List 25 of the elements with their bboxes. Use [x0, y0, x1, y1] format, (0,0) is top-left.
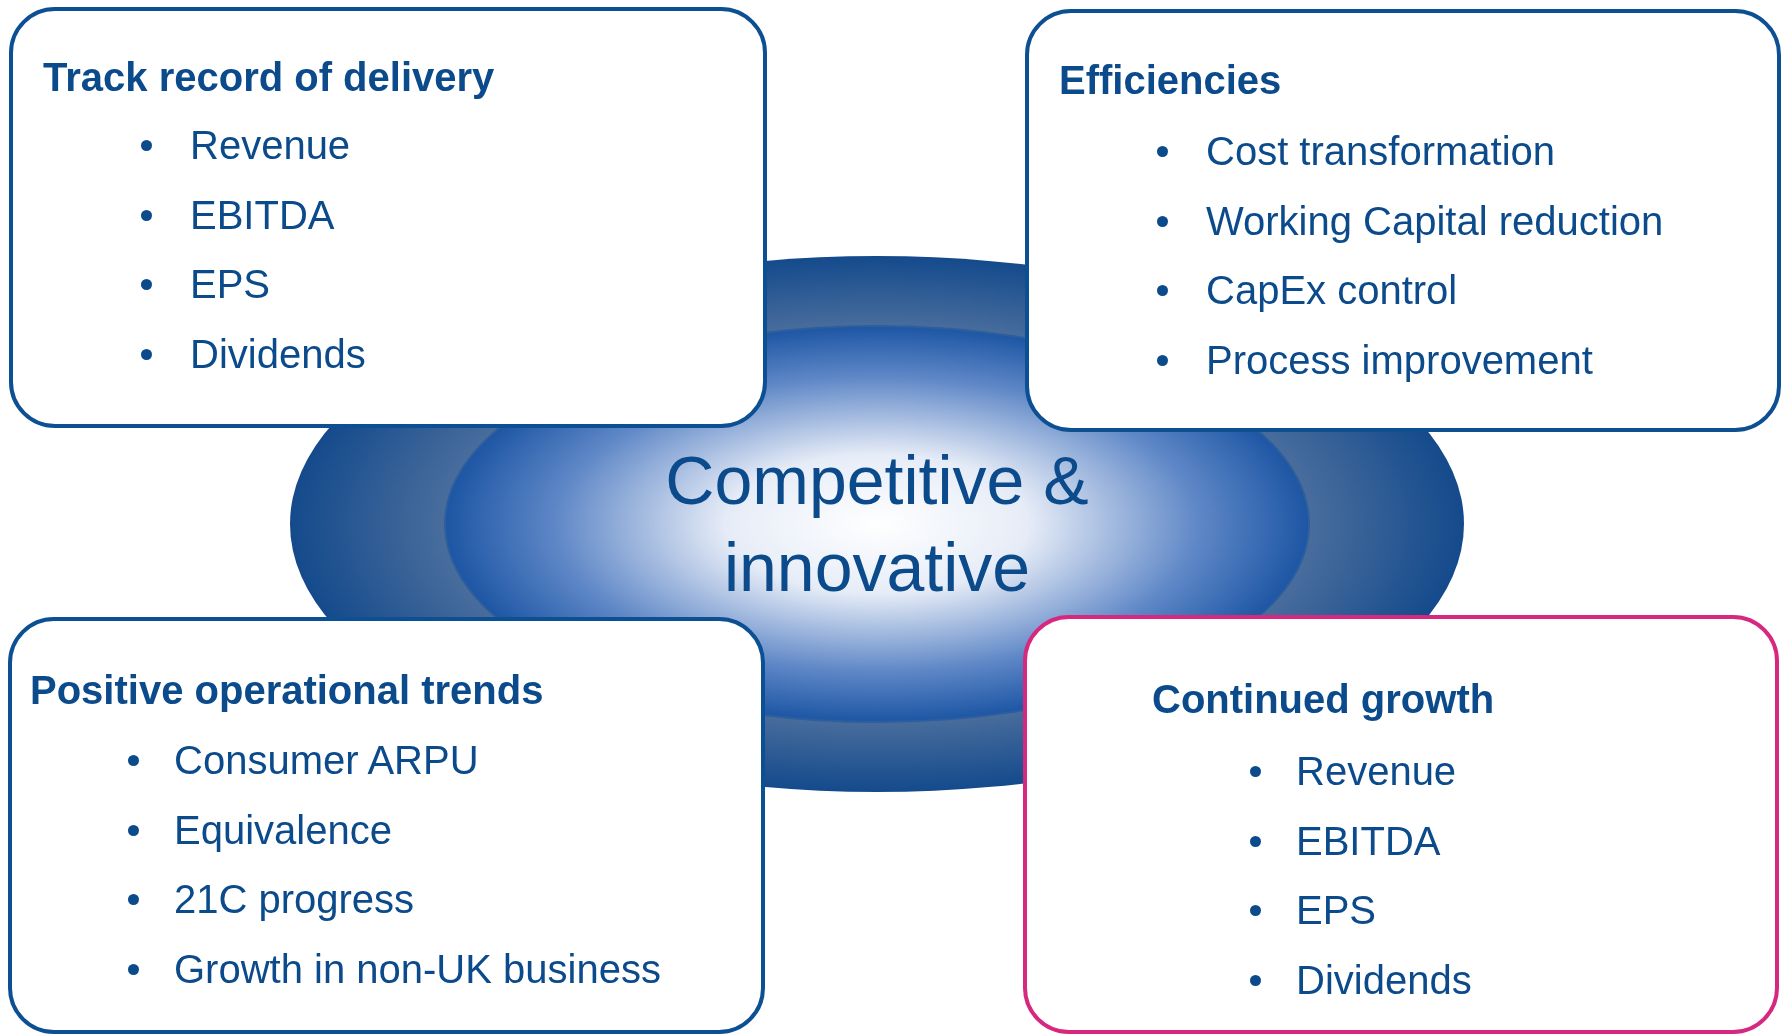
bullet-item: CapEx control: [1206, 267, 1458, 314]
bullet-item: 21C progress: [174, 876, 415, 923]
bullet-item: Equivalence: [174, 806, 392, 854]
card-heading: Track record of delivery: [43, 54, 495, 101]
card-heading: Efficiencies: [1059, 57, 1282, 104]
content-card: [1023, 615, 1779, 1034]
bullet-item: EPS: [190, 261, 271, 308]
card-heading: Positive operational trends: [30, 667, 544, 714]
bullet-item: Consumer ARPU: [174, 737, 479, 784]
bullet-item: Revenue: [1296, 748, 1457, 795]
bullet-item: Process improvement: [1206, 336, 1593, 384]
content-card: [1025, 9, 1781, 432]
content-card: [9, 7, 767, 428]
bullet-item: EBITDA: [1296, 817, 1441, 865]
bullet-item: Dividends: [1296, 956, 1472, 1004]
content-card: [8, 617, 765, 1034]
bullet-item: EPS: [1296, 887, 1377, 934]
bullet-item: Growth in non-UK business: [174, 945, 661, 993]
card-heading: Continued growth: [1152, 676, 1495, 723]
bullet-item: EBITDA: [190, 191, 335, 239]
bullet-item: Dividends: [190, 330, 366, 378]
bullet-item: Working Capital reduction: [1206, 197, 1664, 245]
bullet-item: Cost transformation: [1206, 128, 1556, 175]
center-title: Competitive & innovative: [664, 441, 1090, 608]
bullet-item: Revenue: [190, 122, 351, 169]
